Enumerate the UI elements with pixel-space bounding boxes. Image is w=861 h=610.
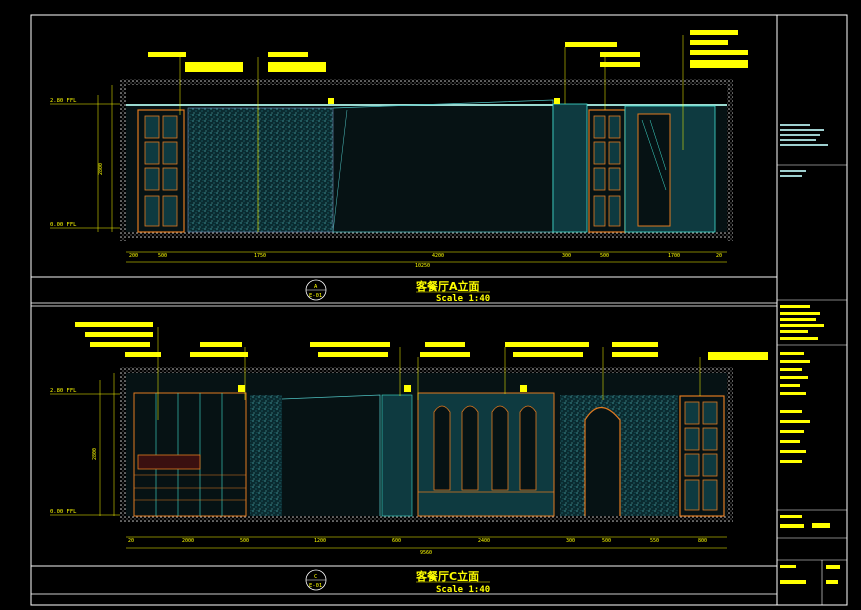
dim-c-5: 600 — [392, 538, 401, 544]
dim-c-total: 9560 — [420, 550, 432, 556]
dim-c-3: 500 — [240, 538, 249, 544]
level-bottom-a: 0.00 FFL — [50, 222, 77, 228]
dim-c-9: 550 — [650, 538, 659, 544]
title-block-text — [780, 305, 840, 584]
level-top-a: 2.80 FFL — [50, 98, 77, 104]
dim-a-4: 4200 — [432, 253, 444, 259]
elevation-c-title-bar — [30, 565, 778, 595]
height-dim-c: 2800 — [92, 448, 98, 460]
height-dim-a: 2800 — [98, 163, 104, 175]
elevation-a-title: 客餐厅A立面 — [415, 279, 480, 293]
dim-c-4: 1200 — [314, 538, 326, 544]
dim-c-10: 800 — [698, 538, 707, 544]
elevation-a: 2.80 FFL 0.00 FFL 2800 200 500 1750 4200… — [50, 30, 748, 269]
elevation-a-marker: A E-01 — [305, 279, 327, 301]
dim-a-7: 1700 — [668, 253, 680, 259]
display-cabinet — [133, 392, 247, 517]
dim-c-1: 20 — [128, 538, 134, 544]
svg-text:E-01: E-01 — [309, 293, 322, 299]
elevation-a-scale: Scale 1:40 — [436, 294, 490, 304]
elevation-c-scale: Scale 1:40 — [436, 585, 490, 595]
svg-text:E-01: E-01 — [309, 583, 322, 589]
level-top-c: 2.80 FFL — [50, 388, 77, 394]
dim-a-1: 200 — [129, 253, 138, 259]
dim-a-5: 300 — [562, 253, 571, 259]
dim-a-6: 500 — [600, 253, 609, 259]
level-bottom-c: 0.00 FFL — [50, 509, 77, 515]
dim-c-8: 500 — [602, 538, 611, 544]
elevation-c-title: 客餐厅C立面 — [415, 569, 479, 583]
glass-door — [637, 113, 671, 227]
dim-c-7: 300 — [566, 538, 575, 544]
elevation-c-marker: C E-01 — [305, 569, 327, 591]
stone-wall-panel — [187, 107, 334, 233]
arch-door — [584, 406, 621, 516]
svg-text:A: A — [314, 284, 318, 290]
dim-a-3: 1750 — [254, 253, 266, 259]
svg-text:C: C — [314, 574, 317, 580]
elevation-a-title-bar — [30, 276, 778, 304]
dim-c-2: 2000 — [182, 538, 194, 544]
elevation-c: 2.80 FFL 0.00 FFL 2800 20 2000 500 1200 … — [50, 322, 768, 556]
dim-a-8: 20 — [716, 253, 722, 259]
dim-c-6: 2400 — [478, 538, 490, 544]
dim-a-total: 10250 — [415, 263, 430, 269]
dim-a-2: 500 — [158, 253, 167, 259]
